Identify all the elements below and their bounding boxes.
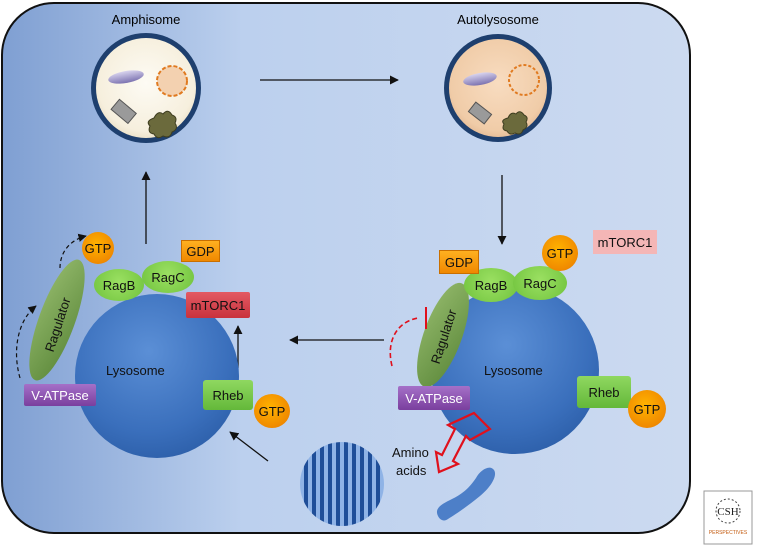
left-ragulator [29, 259, 85, 381]
amphisome [91, 33, 201, 143]
left-dashed-gtp-arrow [59, 233, 87, 269]
left-lysosome-label: Lysosome [106, 363, 165, 378]
autolysosome-aggregate-cargo [502, 111, 528, 135]
left-rheb-gtp: GTP [254, 394, 290, 428]
right-inhibition-line [389, 317, 419, 367]
lysed-protein-fragment [436, 467, 496, 521]
amino-acid-release-arrow [434, 411, 492, 474]
logo-text-main: CSH [717, 506, 738, 518]
left-rheb: Rheb [203, 380, 253, 410]
left-mtorc1-label: mTORC1 [190, 297, 246, 313]
left-rheb-label: Rheb [212, 387, 244, 403]
amphisome-vesicle-cargo [156, 65, 188, 97]
left-vatpase: V-ATPase [24, 384, 96, 406]
left-ragc: RagC [142, 261, 194, 293]
left-dashed-activation-arrow [15, 305, 37, 379]
left-mtorc1: mTORC1 [186, 292, 250, 318]
amphisome-label: Amphisome [112, 12, 181, 27]
amphisome-block-cargo [110, 98, 137, 125]
amphisome-rod-cargo [108, 70, 144, 84]
right-mtorc1: mTORC1 [593, 230, 657, 254]
right-ragc-gtp: GTP [542, 235, 578, 271]
autolysosome-block-cargo [467, 101, 493, 125]
left-ragc-gdp-label: GDP [186, 243, 215, 259]
arrow-particle-to-left-lysosome [229, 431, 269, 462]
left-ragc-gdp: GDP [181, 240, 220, 262]
right-rheb-gtp-label: GTP [633, 401, 661, 417]
left-rheb-gtp-label: GTP [258, 403, 286, 419]
autolysosome-rod-cargo [463, 72, 497, 86]
right-vatpase-label: V-ATPase [405, 390, 463, 406]
right-ragc-label: RagC [523, 275, 557, 291]
right-rheb: Rheb [577, 376, 631, 408]
csh-perspectives-logo: CSH PERSPECTIVES [703, 490, 753, 545]
right-rheb-label: Rheb [588, 384, 620, 400]
left-ragb: RagB [94, 269, 144, 301]
left-ragc-label: RagC [151, 269, 185, 285]
left-ragb-gtp: GTP [82, 232, 114, 264]
autolysosome-vesicle-cargo [508, 64, 540, 96]
left-vatpase-label: V-ATPase [31, 387, 89, 403]
right-ragc-gtp-label: GTP [546, 245, 574, 261]
left-ragb-label: RagB [102, 277, 136, 293]
striped-particle [300, 442, 384, 526]
amino-acids-label-line2: acids [396, 463, 427, 478]
right-ragb-label: RagB [474, 277, 508, 293]
right-rheb-gtp: GTP [628, 390, 666, 428]
amino-acids-label-line1: Amino [392, 445, 429, 460]
left-lysosome [75, 294, 239, 458]
right-ragb-gdp: GDP [439, 250, 479, 274]
autolysosome-label: Autolysosome [457, 12, 539, 27]
right-vatpase: V-ATPase [398, 386, 470, 410]
right-ragb-gdp-label: GDP [444, 254, 474, 270]
autolysosome [444, 34, 552, 142]
right-lysosome-label: Lysosome [484, 363, 543, 378]
logo-text-sub: PERSPECTIVES [709, 530, 748, 536]
right-mtorc1-label: mTORC1 [597, 234, 653, 250]
right-ragulator [417, 282, 469, 388]
right-lysosome [431, 286, 599, 454]
left-ragb-gtp-label: GTP [84, 240, 112, 256]
amphisome-aggregate-cargo [147, 110, 177, 139]
right-ragc: RagC [513, 266, 567, 300]
